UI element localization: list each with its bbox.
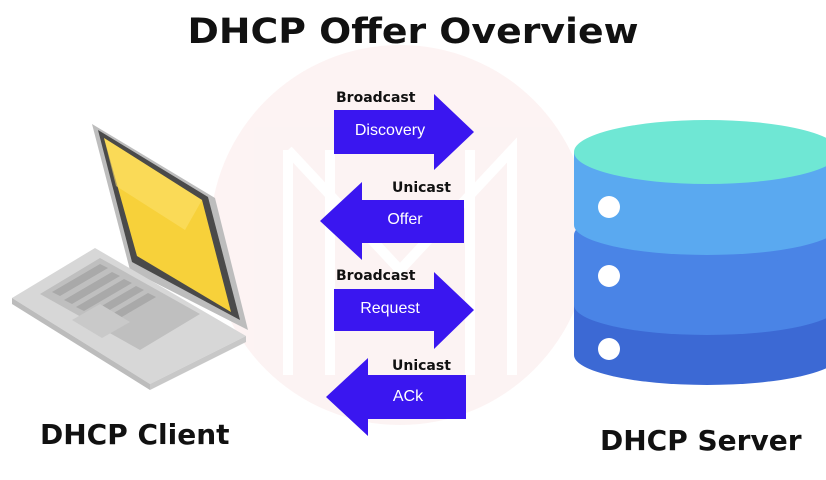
database-server-icon	[574, 120, 826, 385]
arrow-ack	[326, 358, 466, 436]
message-label-offer: Offer	[387, 211, 423, 228]
server-label: DHCP Server	[600, 424, 802, 457]
server-led-3	[598, 338, 620, 360]
diagram-title: DHCP Offer Overview	[187, 12, 639, 52]
arrow-discovery	[334, 94, 474, 170]
message-label-request: Request	[360, 300, 420, 317]
client-label: DHCP Client	[40, 418, 230, 451]
transmission-label-ack: Unicast	[392, 358, 451, 374]
transmission-label-request: Broadcast	[336, 268, 416, 284]
message-label-ack: ACk	[392, 388, 424, 405]
server-led-1	[598, 196, 620, 218]
arrow-request	[334, 272, 474, 349]
transmission-label-discovery: Broadcast	[336, 90, 416, 106]
transmission-label-offer: Unicast	[392, 180, 451, 196]
server-led-2	[598, 265, 620, 287]
message-label-discovery: Discovery	[354, 122, 426, 139]
laptop-icon	[12, 124, 248, 390]
arrow-offer	[320, 182, 464, 260]
